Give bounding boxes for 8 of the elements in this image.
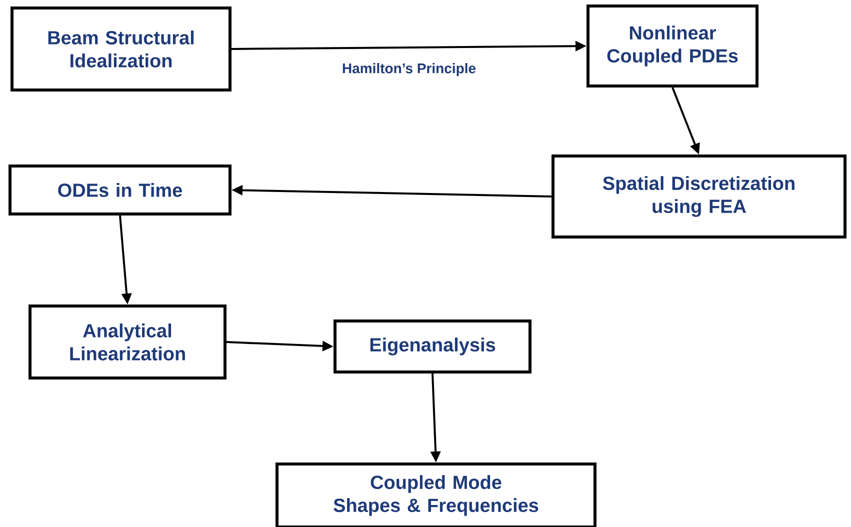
edge-label: Hamilton’s Principle [342,63,476,76]
process-box: Analytical Linearization [28,304,226,380]
process-box: Coupled Mode Shapes & Frequencies [276,462,596,527]
process-box: Spatial Discretization using FEA [552,154,846,238]
process-box: Nonlinear Coupled PDEs [586,4,758,88]
process-box: Eigenanalysis [334,320,532,374]
process-box: ODEs in Time [8,164,232,216]
process-box: Beam Structural Idealization [10,6,232,92]
